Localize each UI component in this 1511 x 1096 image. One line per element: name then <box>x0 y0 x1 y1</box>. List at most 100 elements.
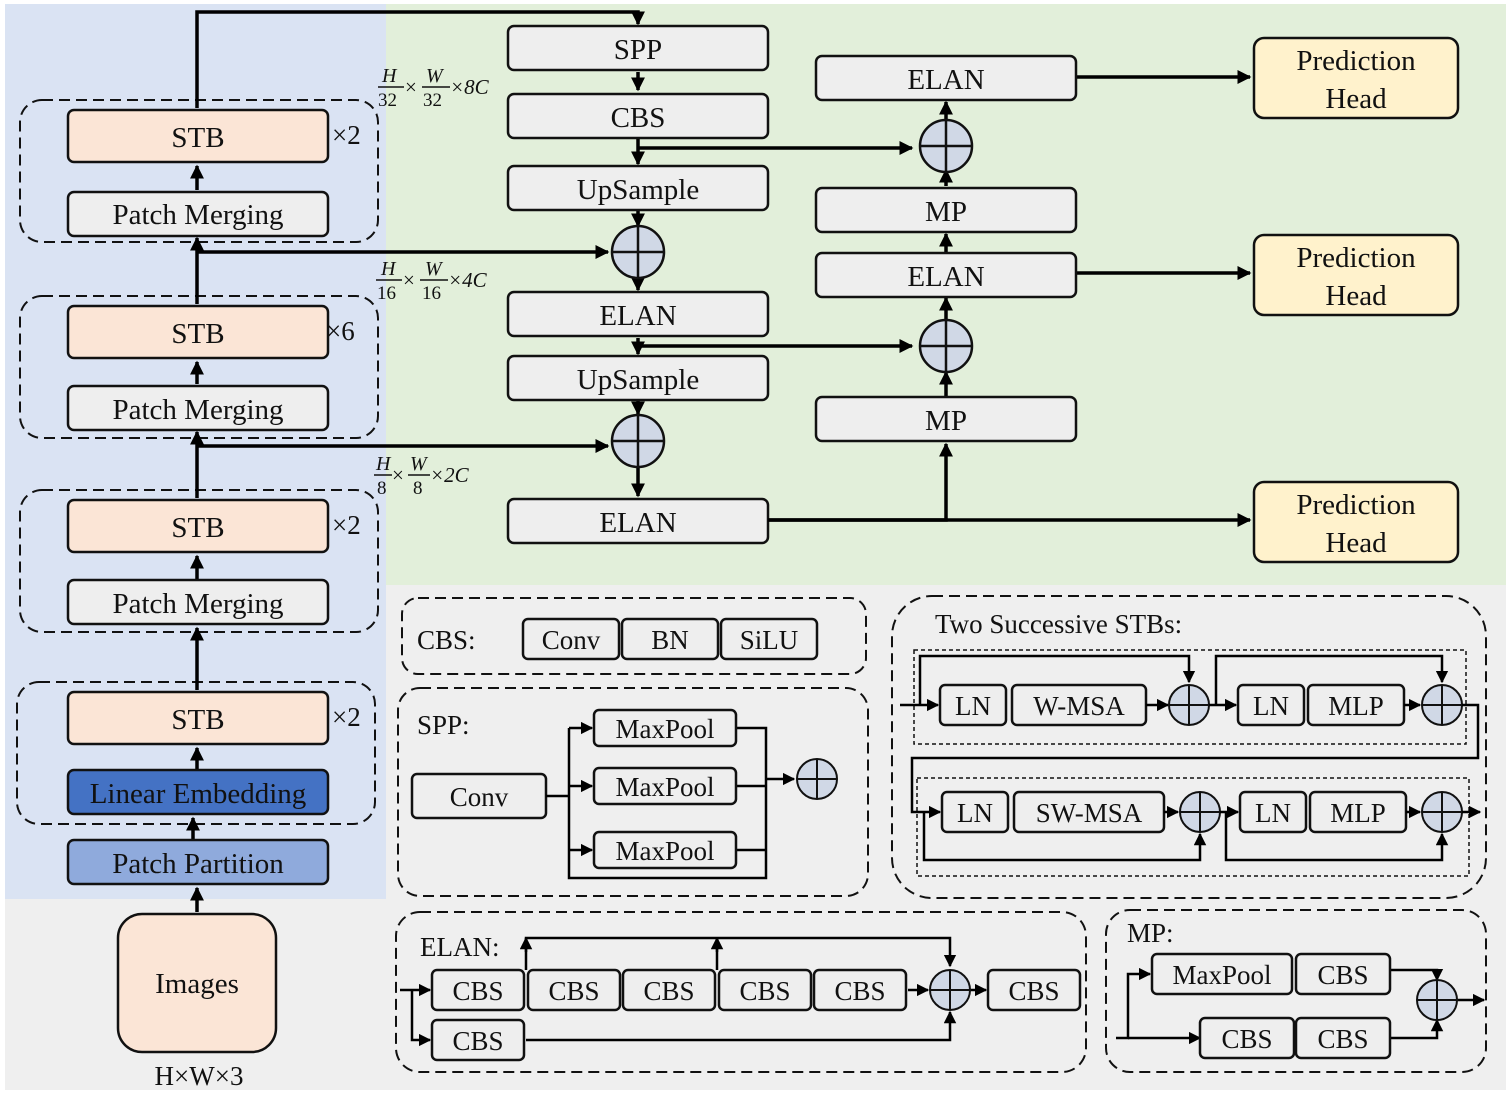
stb1-adder-2 <box>1421 684 1463 726</box>
svg-text:W: W <box>426 65 445 87</box>
stb-box-4 <box>66 108 330 164</box>
mp-cbs-label-2: CBS <box>1221 1024 1272 1054</box>
prediction-head-3-line2: Head <box>1325 527 1387 559</box>
mp-cbs-label-1: CBS <box>1317 960 1368 990</box>
svg-text:W: W <box>410 453 429 475</box>
stb1-ln-box-1 <box>938 683 1008 727</box>
prediction-head-2-line2: Head <box>1325 280 1387 312</box>
stb-label-2: STB <box>171 512 224 544</box>
legend-elan-group <box>395 911 1087 1073</box>
mp-box-2 <box>814 395 1078 443</box>
legend-silu-label: SiLU <box>740 625 799 655</box>
images-input <box>116 912 278 1054</box>
concat-adder-4 <box>918 318 974 374</box>
spp-maxpool-label-2: MaxPool <box>615 772 714 802</box>
stb-box-3 <box>66 304 330 360</box>
mp-label-1: MP <box>925 196 967 228</box>
svg-text:H: H <box>381 65 398 87</box>
stb2-ln-box-1 <box>940 790 1010 834</box>
upsample-box-1 <box>506 164 770 212</box>
mp-label-2: MP <box>925 405 967 437</box>
neck-elan-label-1: ELAN <box>599 300 676 332</box>
legend-conv-box <box>521 617 621 661</box>
patch-partition-box <box>66 838 330 886</box>
svg-text:8: 8 <box>377 478 387 499</box>
elan-cbs-label-5: CBS <box>834 976 885 1006</box>
svg-text:32: 32 <box>423 90 442 111</box>
legend-cbs-group <box>401 597 867 675</box>
stb-label-1: STB <box>171 704 224 736</box>
patch-merging-label-2: Patch Merging <box>112 588 283 620</box>
stb1-adder-1 <box>1168 684 1210 726</box>
svg-text:32: 32 <box>378 90 397 111</box>
stb1-ln-box-2 <box>1236 683 1306 727</box>
scale-label-8: H 8 × W 8 ×2C <box>374 453 470 499</box>
svg-text:×8C: ×8C <box>450 75 490 99</box>
neck-elan-box-1 <box>506 290 770 338</box>
patch-merging-box-3 <box>66 384 330 432</box>
elan-cbs-label-4: CBS <box>739 976 790 1006</box>
elan-cbs-label-1: CBS <box>452 976 503 1006</box>
elan-cbs-label-2: CBS <box>548 976 599 1006</box>
stb1-ln-label-1: LN <box>955 691 991 721</box>
stb2-ln-label-1: LN <box>957 798 993 828</box>
legend-stbs-title: Two Successive STBs: <box>935 609 1182 639</box>
legend-spp-group <box>397 687 869 897</box>
stb-label-4: STB <box>171 122 224 154</box>
stage3-repeat: ×6 <box>326 316 355 346</box>
svg-text:×: × <box>405 75 417 99</box>
legend-cbs-title: CBS: <box>417 625 476 655</box>
stb2-ln-label-2: LN <box>1255 798 1291 828</box>
svg-text:H: H <box>375 453 392 475</box>
svg-text:8: 8 <box>413 478 423 499</box>
svg-text:H: H <box>380 258 397 280</box>
stb1-mlp-label: MLP <box>1328 691 1384 721</box>
neck-elan-box-4 <box>814 251 1078 299</box>
legend-mp-title: MP: <box>1127 918 1174 948</box>
scale-label-32: H 32 × W 32 ×8C <box>378 65 490 111</box>
elan-cbs-label-7: CBS <box>1008 976 1059 1006</box>
elan-cbs-box-3 <box>621 968 717 1012</box>
stb-box-1 <box>66 690 330 746</box>
stb-block-2 <box>916 777 1470 877</box>
spp-maxpool-box-3 <box>592 830 738 870</box>
legend-silu-box <box>719 617 819 661</box>
svg-text:×: × <box>392 463 404 487</box>
mp-cbs-box-3 <box>1294 1016 1392 1060</box>
legend-spp-title: SPP: <box>417 710 470 740</box>
svg-text:16: 16 <box>377 283 396 304</box>
legend-bn-label: BN <box>651 625 689 655</box>
patch-merging-box-4 <box>66 190 330 238</box>
neck-elan-label-3: ELAN <box>907 64 984 96</box>
mp-box-1 <box>814 186 1078 234</box>
linear-embedding-box <box>66 768 330 816</box>
stb2-adder-1 <box>1179 791 1221 833</box>
prediction-head-1-line1: Prediction <box>1296 45 1416 77</box>
images-label: Images <box>155 968 239 1000</box>
legend-mp-group <box>1105 909 1487 1073</box>
neck-elan-label-4: ELAN <box>907 261 984 293</box>
legend-elan-title: ELAN: <box>420 932 499 962</box>
stb-label-3: STB <box>171 318 224 350</box>
mp-concat-adder <box>1416 979 1458 1021</box>
concat-adder-2 <box>610 413 666 469</box>
svg-text:×2C: ×2C <box>430 463 470 487</box>
elan-cbs-box-7 <box>986 968 1082 1012</box>
svg-text:×: × <box>403 268 415 292</box>
patch-merging-box-2 <box>66 578 330 626</box>
stage1-repeat: ×2 <box>332 702 361 732</box>
spp-concat-adder <box>796 758 838 800</box>
prediction-head-1-line2: Head <box>1325 83 1387 115</box>
spp-box <box>506 24 770 72</box>
prediction-head-3 <box>1252 480 1460 564</box>
elan-concat-adder <box>929 969 971 1011</box>
patch-partition-label: Patch Partition <box>112 848 284 880</box>
scale-label-16: H 16 × W 16 ×4C <box>376 258 488 304</box>
mp-maxpool-box <box>1150 952 1294 996</box>
elan-cbs-box-1 <box>430 968 526 1012</box>
concat-adder-3 <box>918 118 974 174</box>
neck-cbs-box <box>506 92 770 140</box>
stage4-repeat: ×2 <box>332 120 361 150</box>
